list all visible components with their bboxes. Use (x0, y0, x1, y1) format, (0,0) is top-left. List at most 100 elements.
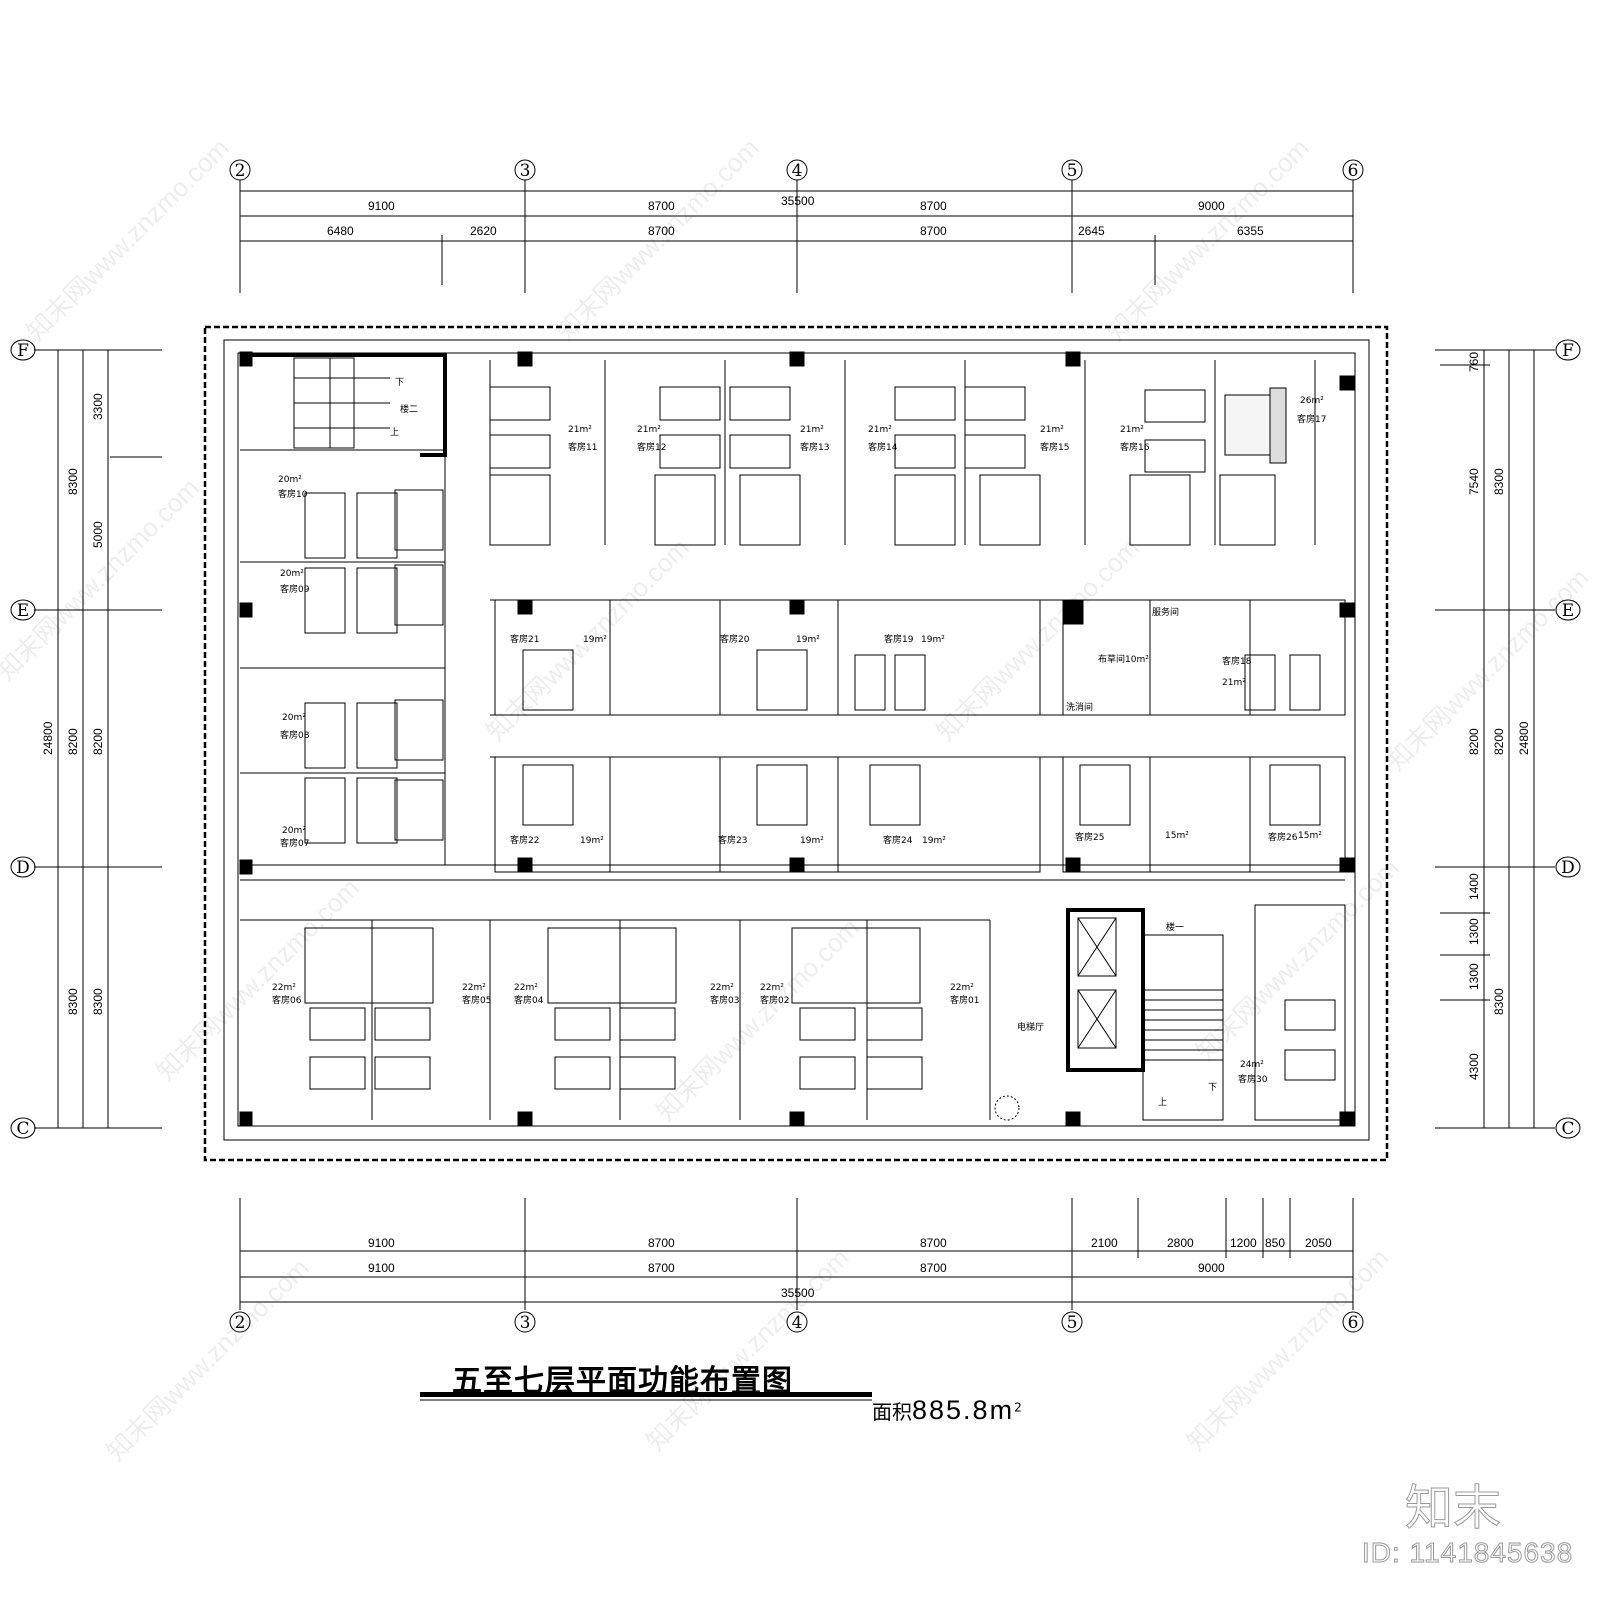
svg-text:布草间10m²: 布草间10m² (1098, 653, 1149, 665)
dim-label: 8700 (920, 1261, 947, 1275)
svg-text:楼二: 楼二 (400, 403, 418, 415)
svg-text:19m²: 19m² (800, 836, 824, 846)
building-boundary (203, 325, 1389, 1162)
svg-text:4300: 4300 (1467, 1053, 1481, 1080)
svg-text:21m²: 21m² (1222, 678, 1246, 688)
svg-text:19m²: 19m² (922, 836, 946, 846)
svg-text:8300: 8300 (91, 988, 105, 1015)
svg-text:15m²: 15m² (1298, 831, 1322, 841)
dim-label: 8700 (648, 224, 675, 238)
svg-text:客房16: 客房16 (1120, 441, 1150, 453)
drawing-title: 五至七层平面功能布置图 (452, 1364, 793, 1399)
svg-text:2: 2 (235, 1313, 246, 1333)
brand-watermark-logo: 知末 (1404, 1480, 1502, 1537)
elevator-core (1066, 904, 1346, 1121)
svg-text:C: C (1561, 1119, 1574, 1139)
svg-text:5: 5 (1067, 1313, 1078, 1333)
svg-text:客房23: 客房23 (718, 834, 747, 846)
svg-text:下: 下 (395, 378, 404, 388)
dim-label: 8700 (920, 199, 947, 213)
svg-text:客房25: 客房25 (1075, 831, 1104, 843)
dim-label: 9100 (368, 1236, 395, 1250)
dim-label: 6355 (1237, 224, 1264, 238)
svg-text:上: 上 (1158, 1097, 1167, 1108)
dim-label: 35500 (781, 194, 815, 208)
svg-text:客房20: 客房20 (720, 633, 750, 645)
dim-label: 9100 (368, 199, 395, 213)
svg-text:8300: 8300 (1492, 468, 1506, 495)
image-id-watermark: ID: 1141845638 (1361, 1537, 1574, 1569)
svg-text:22m²: 22m² (710, 983, 734, 993)
dim-label: 2620 (470, 224, 497, 238)
svg-text:21m²: 21m² (800, 425, 824, 435)
svg-text:洗消间: 洗消间 (1066, 701, 1093, 713)
potted-plant-icon (994, 1095, 1020, 1121)
area-unit-exponent: 2 (1014, 1400, 1022, 1415)
dim-label: 35500 (781, 1286, 815, 1300)
floor-area: 面积885.8m2 (872, 1395, 1022, 1426)
svg-text:8200: 8200 (91, 728, 105, 755)
svg-text:22m²: 22m² (272, 983, 296, 993)
svg-text:20m²: 20m² (280, 569, 304, 579)
svg-text:4: 4 (792, 1313, 803, 1333)
svg-text:上: 上 (390, 427, 399, 438)
svg-text:22m²: 22m² (950, 983, 974, 993)
svg-text:22m²: 22m² (760, 983, 784, 993)
vertical-dimension-labels: 24800 8300 8200 8300 3300 5000 8200 8300… (41, 352, 1531, 1080)
svg-text:21m²: 21m² (1040, 425, 1064, 435)
svg-text:客房12: 客房12 (637, 441, 666, 453)
svg-text:20m²: 20m² (278, 475, 302, 485)
svg-text:客房09: 客房09 (280, 583, 310, 595)
svg-text:客房19: 客房19 (884, 633, 914, 645)
svg-text:6: 6 (1348, 161, 1359, 181)
dimension-labels: 9100 8700 8700 9000 35500 6480 2620 8700… (327, 194, 1332, 1300)
svg-text:760: 760 (1467, 352, 1481, 372)
svg-text:20m²: 20m² (282, 826, 306, 836)
svg-text:21m²: 21m² (1120, 425, 1144, 435)
svg-text:19m²: 19m² (921, 635, 945, 645)
svg-text:电梯厅: 电梯厅 (1017, 1021, 1044, 1033)
west-rooms (240, 449, 446, 865)
top-axis-bubbles (229, 159, 1364, 181)
structural-columns (239, 351, 1355, 1127)
dim-label: 2800 (1167, 1236, 1194, 1250)
svg-text:5000: 5000 (91, 521, 105, 548)
svg-text:客房14: 客房14 (868, 441, 898, 453)
svg-text:客房24: 客房24 (883, 834, 913, 846)
svg-text:C: C (16, 1119, 29, 1139)
south-rooms (240, 919, 991, 1120)
dim-label: 9000 (1198, 199, 1225, 213)
svg-text:E: E (1562, 601, 1574, 621)
svg-text:E: E (17, 601, 29, 621)
svg-text:客房21: 客房21 (510, 633, 539, 645)
svg-text:D: D (1561, 858, 1575, 878)
area-label: 面积 (872, 1400, 912, 1424)
svg-text:19m²: 19m² (796, 635, 820, 645)
svg-text:下: 下 (1208, 1083, 1217, 1093)
bottom-axis-bubbles (229, 1311, 1364, 1333)
svg-text:客房02: 客房02 (760, 994, 789, 1006)
svg-text:客房30: 客房30 (1238, 1073, 1268, 1085)
dim-label: 9000 (1198, 1261, 1225, 1275)
svg-text:8200: 8200 (66, 728, 80, 755)
svg-text:8300: 8300 (1492, 988, 1506, 1015)
area-value: 885.8 (912, 1395, 990, 1425)
svg-text:21m²: 21m² (568, 425, 592, 435)
dim-label: 6480 (327, 224, 354, 238)
svg-text:客房26: 客房26 (1268, 831, 1298, 843)
svg-text:22m²: 22m² (514, 983, 538, 993)
svg-text:7540: 7540 (1467, 468, 1481, 495)
svg-text:客房10: 客房10 (278, 488, 308, 500)
left-dimension-lines (34, 349, 162, 1129)
north-rooms (489, 360, 1316, 546)
svg-text:8200: 8200 (1492, 728, 1506, 755)
svg-text:客房01: 客房01 (950, 994, 979, 1006)
svg-text:24800: 24800 (1517, 721, 1531, 755)
svg-text:24m²: 24m² (1240, 1060, 1264, 1070)
dim-label: 1200 (1230, 1236, 1257, 1250)
dim-label: 2100 (1091, 1236, 1118, 1250)
dim-label: 8700 (648, 199, 675, 213)
left-axis-bubbles (10, 339, 36, 1139)
svg-text:客房11: 客房11 (568, 441, 597, 453)
